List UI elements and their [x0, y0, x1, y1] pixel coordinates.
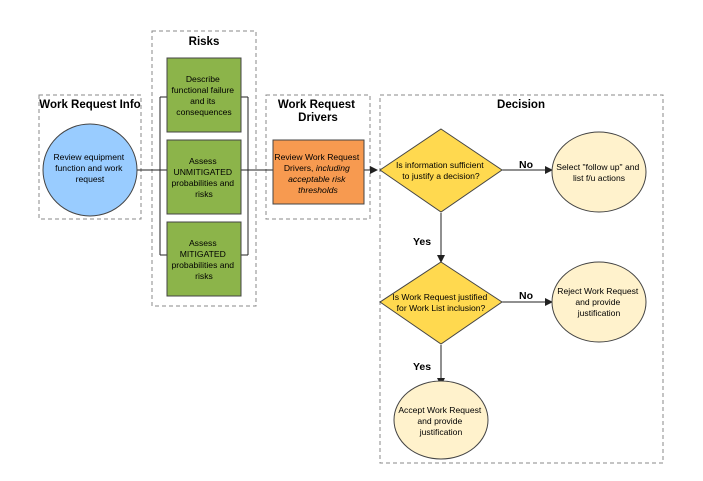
- group-work-request-info: [38, 94, 142, 220]
- group-title-work-request-info: Work Request Info: [39, 99, 140, 111]
- node-reject-line-3: justification: [577, 308, 621, 318]
- node-assess-unmitigated-line-3: probabilities and: [172, 178, 235, 188]
- node-review-equipment-line-2: function and work: [55, 163, 123, 173]
- node-review-drivers[interactable]: [272, 139, 365, 205]
- node-accept-line-1: Accept Work Request: [398, 405, 482, 415]
- node-assess-mitigated-label: Assess MITIGATED probabilities and risks: [172, 238, 237, 281]
- node-describe-failure-line-1: Describe: [186, 74, 220, 84]
- node-follow-up-label: Select "follow up" and list f/u actions: [556, 162, 641, 183]
- node-review-equipment[interactable]: [42, 123, 138, 217]
- connector-info-to-risks: [137, 96, 167, 256]
- node-info-sufficient-line-2: to justify a decision?: [402, 171, 480, 181]
- node-describe-failure-line-3: and its: [190, 96, 215, 106]
- node-wr-justified-label: Is Work Request justified for Work List …: [392, 292, 489, 313]
- node-accept[interactable]: [393, 380, 489, 460]
- node-accept-line-2: and provide: [417, 416, 462, 426]
- node-wr-justified[interactable]: [379, 261, 503, 345]
- node-review-drivers-line-2-italic: including: [316, 163, 350, 173]
- node-wr-justified-line-2: for Work List inclusion?: [397, 303, 486, 313]
- group-work-request-drivers: [265, 94, 371, 220]
- node-follow-up-line-2: list f/u actions: [573, 173, 625, 183]
- edge-label-yes-2: Yes: [413, 361, 431, 373]
- node-reject-line-2: and provide: [575, 297, 620, 307]
- group-decision: [379, 94, 664, 464]
- node-describe-failure-label: Describe functional failure and its cons…: [172, 74, 237, 117]
- node-info-sufficient[interactable]: [379, 128, 503, 213]
- node-describe-failure[interactable]: [166, 57, 242, 133]
- node-review-drivers-line-4: thresholds: [298, 185, 338, 195]
- drivers-title-line-2: Drivers: [298, 112, 338, 124]
- node-assess-mitigated-line-3: probabilities and: [172, 260, 235, 270]
- node-reject-line-1: Reject Work Request: [557, 286, 639, 296]
- node-accept-line-3: justification: [419, 427, 463, 437]
- node-assess-unmitigated-line-2: UNMITIGATED: [174, 167, 233, 177]
- node-review-drivers-line-2: Drivers, including: [284, 163, 350, 173]
- node-assess-mitigated-line-4: risks: [195, 271, 213, 281]
- group-title-risks: Risks: [189, 36, 220, 48]
- node-assess-mitigated[interactable]: [166, 221, 242, 297]
- group-title-decision: Decision: [497, 99, 545, 111]
- node-wr-justified-line-1: Is Work Request justified: [392, 292, 487, 302]
- group-risks: [151, 30, 257, 307]
- node-review-drivers-label: Review Work Request Drivers, including a…: [274, 152, 361, 195]
- node-follow-up-line-1: Select "follow up" and: [556, 162, 639, 172]
- node-assess-unmitigated-label: Assess UNMITIGATED probabilities and ris…: [172, 156, 237, 199]
- node-assess-unmitigated-line-4: risks: [195, 189, 213, 199]
- edge-label-no-2: No: [519, 290, 533, 302]
- node-describe-failure-line-2: functional failure: [172, 85, 235, 95]
- node-info-sufficient-label: Is information sufficient to justify a d…: [396, 160, 486, 181]
- node-review-equipment-line-1: Review equipment: [53, 152, 124, 162]
- node-assess-mitigated-line-1: Assess: [189, 238, 217, 248]
- connector-risks-to-drivers: [241, 96, 273, 256]
- node-describe-failure-line-4: consequences: [176, 107, 231, 117]
- node-review-equipment-line-3: request: [76, 174, 105, 184]
- node-review-drivers-line-3: acceptable risk: [288, 174, 346, 184]
- group-title-work-request-drivers: Work Request Drivers: [278, 99, 358, 124]
- node-review-drivers-line-1: Review Work Request: [274, 152, 359, 162]
- node-assess-mitigated-line-2: MITIGATED: [180, 249, 226, 259]
- drivers-title-line-1: Work Request: [278, 99, 355, 111]
- node-follow-up[interactable]: [551, 131, 647, 213]
- node-review-equipment-label: Review equipment function and work reque…: [53, 152, 126, 184]
- node-assess-unmitigated[interactable]: [166, 139, 242, 215]
- edge-label-yes-1: Yes: [413, 236, 431, 248]
- edge-label-no-1: No: [519, 159, 533, 171]
- node-reject-label: Reject Work Request and provide justific…: [557, 286, 640, 318]
- node-review-drivers-line-2-plain: Drivers,: [284, 163, 316, 173]
- node-reject[interactable]: [551, 261, 647, 343]
- node-info-sufficient-line-1: Is information sufficient: [396, 160, 484, 170]
- node-accept-label: Accept Work Request and provide justific…: [398, 405, 483, 437]
- node-assess-unmitigated-line-1: Assess: [189, 156, 217, 166]
